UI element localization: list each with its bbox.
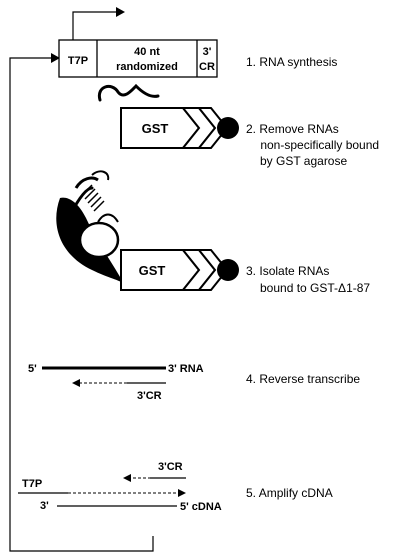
rna-hairpin-loop bbox=[78, 221, 120, 259]
pcr-primer-label: 3'CR bbox=[158, 461, 183, 473]
cr-line1: 3' bbox=[203, 46, 212, 58]
gst-label-3: GST bbox=[139, 263, 166, 278]
transcription-arrow bbox=[72, 7, 125, 40]
agarose-bead-2 bbox=[217, 117, 239, 139]
rna-loop-top bbox=[74, 176, 99, 189]
step-2-line3: by GST agarose bbox=[260, 154, 347, 168]
gst-agarose-step2: GST bbox=[97, 83, 239, 149]
rna-stem bbox=[68, 186, 94, 217]
randomized-line1: 40 nt bbox=[134, 46, 160, 58]
rt-primer-label: 3'CR bbox=[137, 390, 162, 402]
cr-line2: CR bbox=[199, 61, 215, 73]
step-labels: 1. RNA synthesis 2. Remove RNAs non-spec… bbox=[246, 55, 379, 500]
randomized-line2: randomized bbox=[116, 61, 178, 73]
t7-promoter-label: T7P bbox=[68, 55, 88, 67]
step-4-label: 4. Reverse transcribe bbox=[246, 372, 360, 386]
rna-3-label: 3' RNA bbox=[168, 363, 204, 375]
step-1-label: 1. RNA synthesis bbox=[246, 55, 337, 69]
gst-label-2: GST bbox=[142, 121, 169, 136]
loop-arrowhead bbox=[51, 53, 60, 63]
step-2-line2: non-specifically bound bbox=[257, 138, 379, 152]
step-5-label: 5. Amplify cDNA bbox=[246, 486, 333, 500]
step-2-label: 2. Remove RNAs bbox=[246, 122, 339, 136]
rna-5-label: 5' bbox=[28, 363, 37, 375]
step-3-label: 3. Isolate RNAs bbox=[246, 264, 329, 278]
pcr-amplification: 3'CR T7P 3' 5' cDNA bbox=[18, 461, 222, 513]
rna-loop-small bbox=[91, 170, 110, 181]
step-3-line2: bound to GST-Δ1-87 bbox=[260, 281, 370, 295]
agarose-bead-3 bbox=[217, 259, 239, 281]
cdna-3-label: 3' bbox=[40, 500, 49, 512]
rna-strand-2 bbox=[97, 83, 160, 102]
pcr-t7p-label: T7P bbox=[22, 478, 42, 490]
reverse-transcription: 5' 3' RNA 3'CR bbox=[28, 363, 204, 402]
gst-bound-step3: GST bbox=[56, 170, 239, 291]
template-box: T7P 40 nt randomized 3' CR bbox=[58, 39, 218, 78]
cycle-loop bbox=[9, 53, 154, 552]
cdna-5-label: 5' cDNA bbox=[180, 501, 222, 513]
